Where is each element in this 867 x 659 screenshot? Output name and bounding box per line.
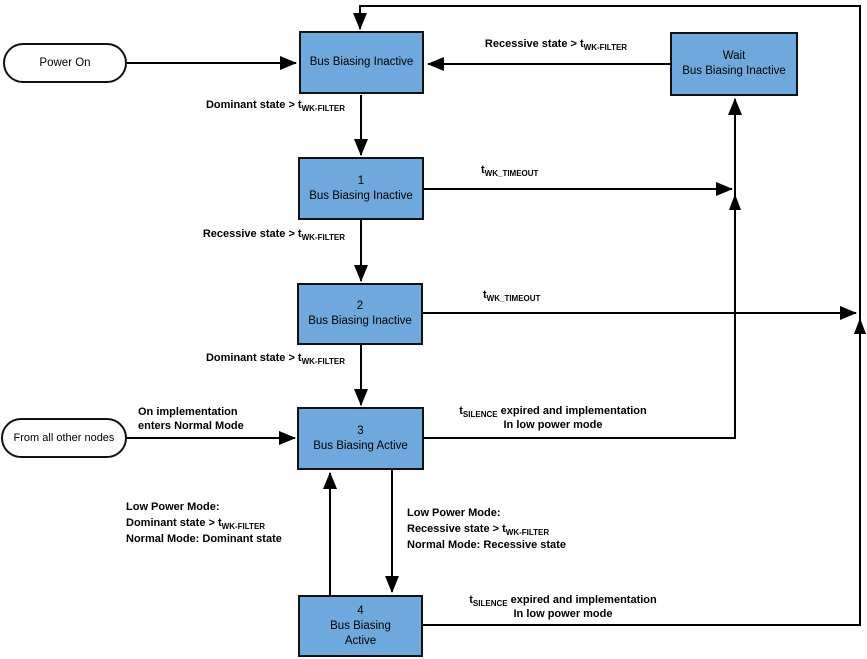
state-wait-line2: Bus Biasing Inactive: [682, 65, 786, 77]
label-wk-timeout-1: tWK_TIMEOUT: [481, 164, 539, 179]
label-low-power-dominant: Low Power Mode: Dominant state > tWK-FIL…: [126, 501, 282, 545]
state-bus-biasing-inactive-start: Bus Biasing Inactive: [299, 31, 424, 94]
state-1-label: Bus Biasing Inactive: [309, 189, 413, 202]
label-dominant-filter-2: Dominant state > tWK-FILTER: [205, 352, 345, 367]
edge-s3-silence-to-wait: [423, 98, 742, 439]
state-wait-line1: Wait: [722, 50, 746, 62]
terminal-from-all-other-nodes-label: From all other nodes: [13, 432, 115, 444]
state-4-bus-biasing-active: 4 Bus Biasing Active: [298, 595, 423, 657]
state-3-number: 3: [357, 424, 364, 437]
edge-s4-silence-return: [353, 5, 861, 626]
state-1-bus-biasing-inactive: 1 Bus Biasing Inactive: [298, 157, 424, 220]
terminal-power-on: Power On: [3, 43, 127, 83]
label-recessive-filter-1: Recessive state > tWK-FILTER: [202, 228, 345, 243]
state-4-line2: Active: [344, 634, 377, 647]
state-2-number: 2: [356, 300, 364, 312]
state-4-number: 4: [357, 604, 364, 617]
state-wait-bus-biasing-inactive: Wait Bus Biasing Inactive: [670, 32, 798, 96]
label-dominant-filter-1: Dominant state > tWK-FILTER: [205, 99, 345, 114]
merge-up-arrow-wait-line: [729, 194, 741, 210]
state-4-line1: Bus Biasing: [330, 619, 391, 632]
terminal-power-on-label: Power On: [39, 57, 91, 69]
state-start-label: Bus Biasing Inactive: [309, 56, 414, 68]
merge-up-arrow-return-line: [854, 318, 866, 334]
label-on-implementation: On implementation enters Normal Mode: [138, 406, 244, 432]
label-recessive-filter-wait: Recessive state > tWK-FILTER: [484, 38, 628, 53]
label-silence-expired-2: tSILENCE expired and implementation In l…: [469, 594, 657, 620]
label-silence-expired-1: tSILENCE expired and implementation In l…: [459, 405, 647, 431]
state-3-label: Bus Biasing Active: [313, 439, 408, 452]
state-3-bus-biasing-active: 3 Bus Biasing Active: [297, 407, 424, 470]
state-2-label: Bus Biasing Inactive: [308, 315, 412, 327]
label-low-power-recessive: Low Power Mode: Recessive state > tWK-FI…: [407, 507, 566, 551]
state-2-bus-biasing-inactive: 2 Bus Biasing Inactive: [297, 283, 423, 345]
terminal-from-all-other-nodes: From all other nodes: [1, 418, 127, 458]
state-1-number: 1: [357, 174, 365, 187]
label-wk-timeout-2: tWK_TIMEOUT: [483, 289, 541, 304]
